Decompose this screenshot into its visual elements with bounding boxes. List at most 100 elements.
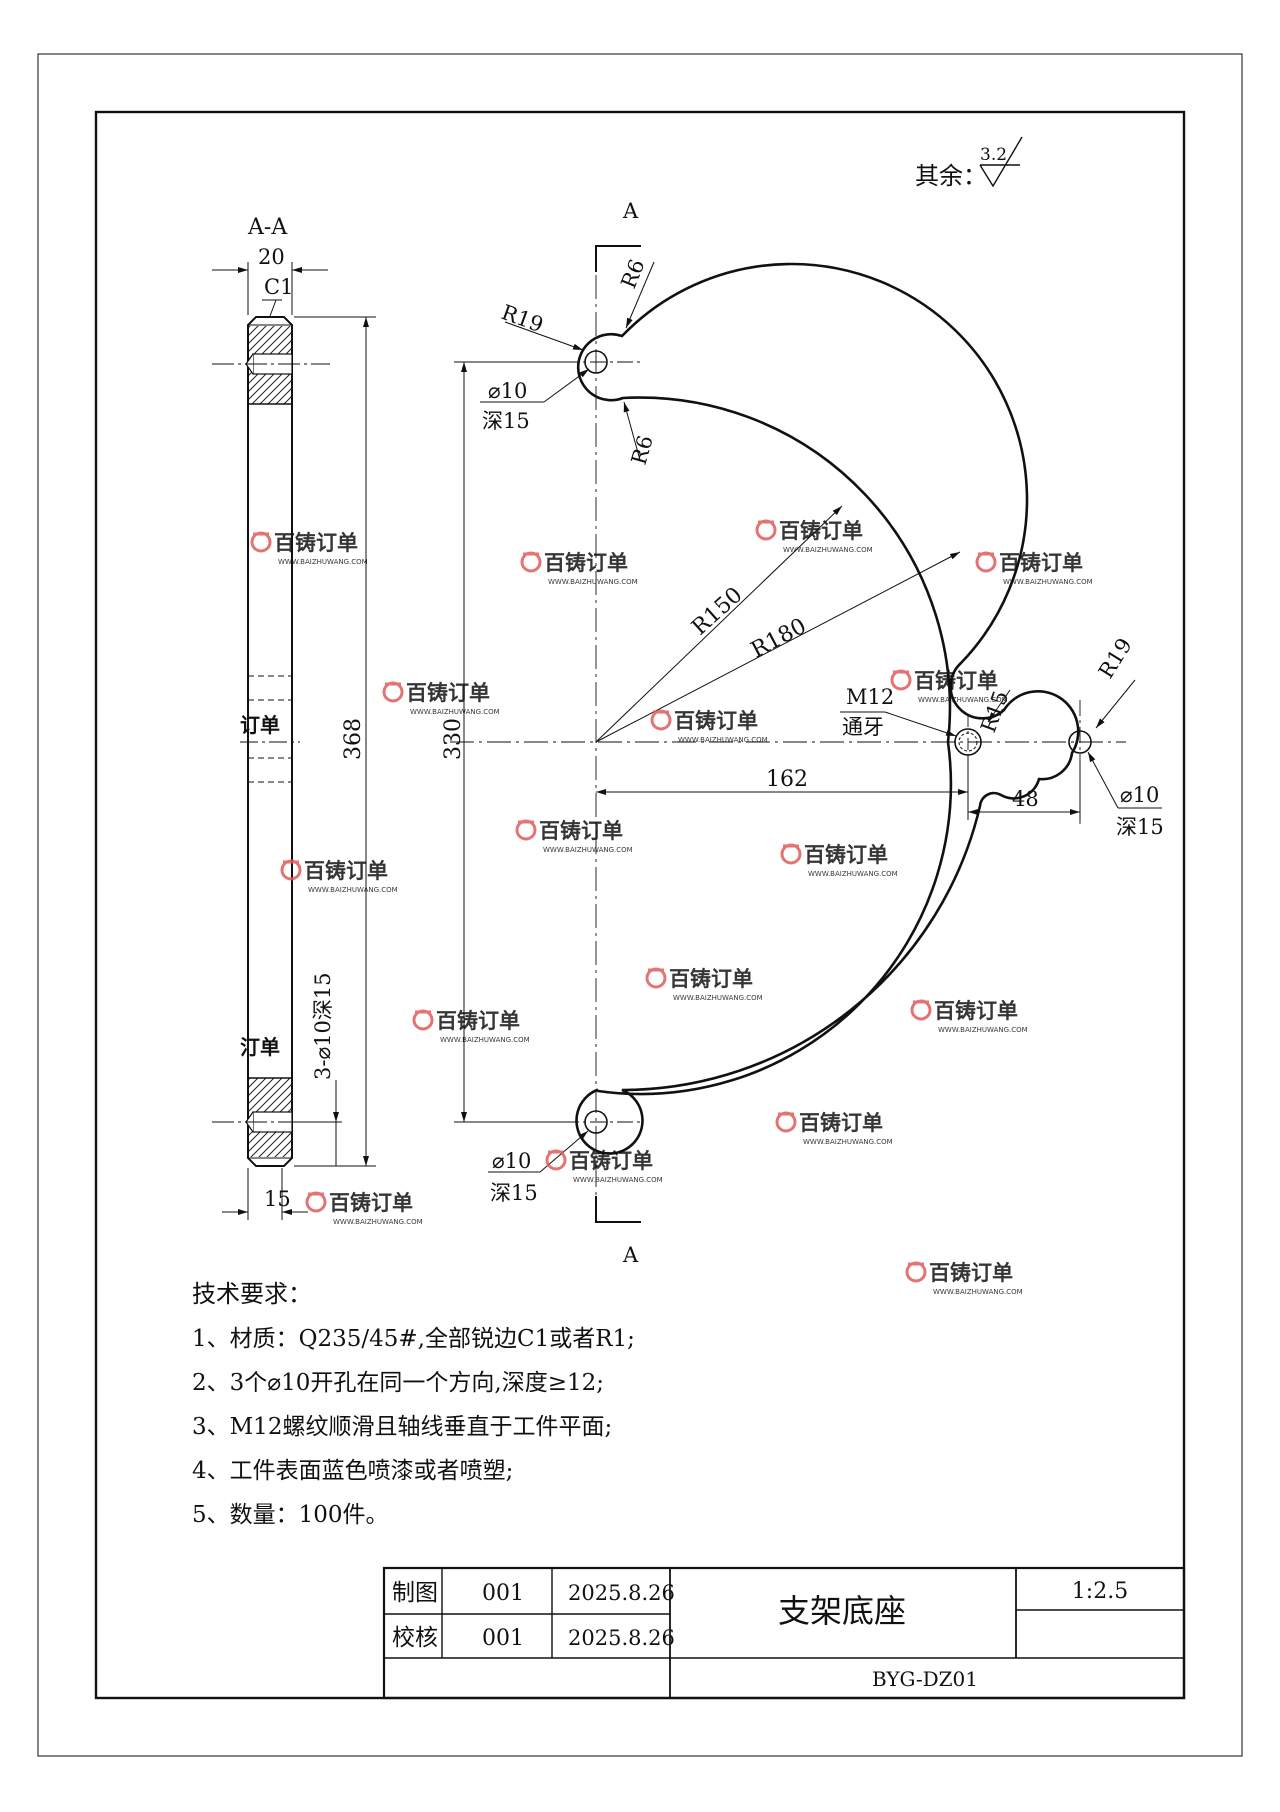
- watermark: 百铸订单 WWW.BAIZHUWANG.COM: [280, 859, 398, 894]
- hole-right-dia: ⌀10: [1120, 783, 1159, 807]
- part-outline: [575, 262, 1080, 1155]
- watermark-url: WWW.BAIZHUWANG.COM: [278, 558, 368, 566]
- watermark-url: WWW.BAIZHUWANG.COM: [440, 1036, 530, 1044]
- leader-hole-top-2: [543, 368, 590, 403]
- section-title: A-A: [247, 215, 288, 240]
- hole-bottom-dia: ⌀10: [492, 1149, 531, 1173]
- hole-top-depth: 深15: [482, 409, 530, 433]
- watermark-brand: 百铸订单: [804, 843, 888, 867]
- leader-r6-top: [625, 261, 655, 329]
- r19-right: R19: [1094, 634, 1137, 683]
- roughness-label: 其余：: [915, 162, 987, 190]
- watermark-logo-icon: [975, 551, 997, 573]
- watermark: 百铸订单 WWW.BAIZHUWANG.COM: [520, 551, 638, 586]
- watermark-logo-icon: [910, 999, 932, 1021]
- tech-title: 技术要求：: [192, 1280, 312, 1308]
- watermark-url: WWW.BAIZHUWANG.COM: [333, 1218, 423, 1226]
- main-view: A A R6 R6 R19 ⌀10 深15 R150: [441, 199, 1164, 1267]
- r6-bottom: R6: [627, 433, 658, 468]
- dim-15: 15: [264, 1187, 291, 1211]
- watermark-logo-icon: [382, 681, 404, 703]
- hole-bottom-depth: 深15: [490, 1181, 538, 1205]
- watermark-url: WWW.BAIZHUWANG.COM: [918, 696, 1008, 704]
- dim-162: 162: [766, 767, 808, 792]
- watermark: 百铸订单 WWW.BAIZHUWANG.COM: [910, 999, 1028, 1034]
- watermark-url: WWW.BAIZHUWANG.COM: [678, 736, 768, 744]
- watermark-logo-icon: [645, 967, 667, 989]
- watermark: 百铸订单 WWW.BAIZHUWANG.COM: [890, 669, 1008, 704]
- watermark: 百铸订单 WWW.BAIZHUWANG.COM: [412, 1009, 530, 1044]
- chamfer-label: C1: [264, 275, 293, 299]
- watermark-url: WWW.BAIZHUWANG.COM: [308, 886, 398, 894]
- watermark-url: WWW.BAIZHUWANG.COM: [938, 1026, 1028, 1034]
- leader-r19-right: [1095, 679, 1136, 729]
- watermark-logo-icon: [650, 709, 672, 731]
- cut-mark-top: [595, 245, 641, 272]
- dim-20: 20: [258, 245, 285, 269]
- watermark-brand: 百铸订单: [929, 1261, 1013, 1285]
- leader-hole-right-2: [1087, 751, 1119, 809]
- watermark-brand: 百铸订单: [669, 967, 753, 991]
- checked-by: 001: [482, 1626, 524, 1651]
- watermark-logo-icon: [755, 519, 777, 541]
- watermark-url: WWW.BAIZHUWANG.COM: [933, 1288, 1023, 1296]
- watermark-logo-icon: [520, 551, 542, 573]
- watermark-url: WWW.BAIZHUWANG.COM: [548, 578, 638, 586]
- watermark-logo-icon: [775, 1111, 797, 1133]
- watermark: 百铸订单 WWW.BAIZHUWANG.COM: [905, 1261, 1023, 1296]
- watermark-brand: 百铸订单: [544, 551, 628, 575]
- section-view: A-A 20 C1 3: [212, 215, 376, 1220]
- watermark-brand: 百铸订单: [569, 1149, 653, 1173]
- m12-label: M12: [846, 685, 894, 709]
- watermark-layer: 百铸订单 WWW.BAIZHUWANG.COM 百铸订单 WWW.BAIZHUW…: [250, 519, 1093, 1296]
- tech-item-4: 4、工件表面蓝色喷漆或者喷塑;: [192, 1458, 513, 1484]
- watermark-brand: 百铸订单: [799, 1111, 883, 1135]
- r19-top: R19: [498, 300, 546, 337]
- scale: 1:2.5: [1072, 1579, 1128, 1604]
- r15: R15: [976, 688, 1013, 736]
- watermark-url: WWW.BAIZHUWANG.COM: [803, 1138, 893, 1146]
- watermark-url: WWW.BAIZHUWANG.COM: [410, 708, 500, 716]
- partial-watermark-2: 汀单: [240, 1035, 280, 1059]
- watermark-brand: 百铸订单: [539, 819, 623, 843]
- roughness-note: 其余： 3.2: [915, 136, 1023, 190]
- watermark-logo-icon: [780, 843, 802, 865]
- watermark-url: WWW.BAIZHUWANG.COM: [543, 846, 633, 854]
- hole-top-dia: ⌀10: [488, 379, 527, 403]
- watermark-logo-icon: [890, 669, 912, 691]
- r150: R150: [687, 583, 747, 641]
- roughness-value: 3.2: [980, 145, 1007, 165]
- watermark: 百铸订单 WWW.BAIZHUWANG.COM: [250, 531, 368, 566]
- title-block: 制图 001 2025.8.26 校核 001 2025.8.26 支架底座 1…: [382, 1566, 1186, 1700]
- outer-border: [37, 53, 1243, 1757]
- watermark-url: WWW.BAIZHUWANG.COM: [673, 994, 763, 1002]
- chamfer-leader-2: [269, 299, 277, 317]
- watermark-logo-icon: [515, 819, 537, 841]
- watermark-url: WWW.BAIZHUWANG.COM: [808, 870, 898, 878]
- leader-r180: [595, 551, 961, 743]
- watermark-logo-icon: [412, 1009, 434, 1031]
- tech-item-3: 3、M12螺纹顺滑且轴线垂直于工件平面;: [192, 1414, 612, 1440]
- watermark-brand: 百铸订单: [436, 1009, 520, 1033]
- m12-thread: 通牙: [842, 715, 884, 739]
- watermark-url: WWW.BAIZHUWANG.COM: [1003, 578, 1093, 586]
- cut-label-bottom: A: [622, 1243, 639, 1267]
- drawn-label: 制图: [392, 1580, 438, 1606]
- roughness-symbol: [979, 136, 1023, 188]
- watermark: 百铸订单 WWW.BAIZHUWANG.COM: [305, 1191, 423, 1226]
- cut-mark-bottom: [595, 1196, 641, 1223]
- title-block-frame: [382, 1566, 1186, 1700]
- watermark-brand: 百铸订单: [914, 669, 998, 693]
- watermark: 百铸订单 WWW.BAIZHUWANG.COM: [775, 1111, 893, 1146]
- leader-r150: [595, 505, 843, 743]
- tech-requirements: 技术要求： 1、材质：Q235/45#,全部锐边C1或者R1; 2、3个⌀10开…: [192, 1280, 635, 1528]
- tech-item-5: 5、数量：100件。: [192, 1502, 389, 1528]
- watermark-brand: 百铸订单: [934, 999, 1018, 1023]
- watermark-url: WWW.BAIZHUWANG.COM: [783, 546, 873, 554]
- watermark-logo-icon: [545, 1149, 567, 1171]
- watermark: 百铸订单 WWW.BAIZHUWANG.COM: [650, 709, 768, 744]
- dim-330: 330: [441, 718, 466, 760]
- watermark-brand: 百铸订单: [406, 681, 490, 705]
- r180: R180: [747, 614, 810, 664]
- watermark-brand: 百铸订单: [999, 551, 1083, 575]
